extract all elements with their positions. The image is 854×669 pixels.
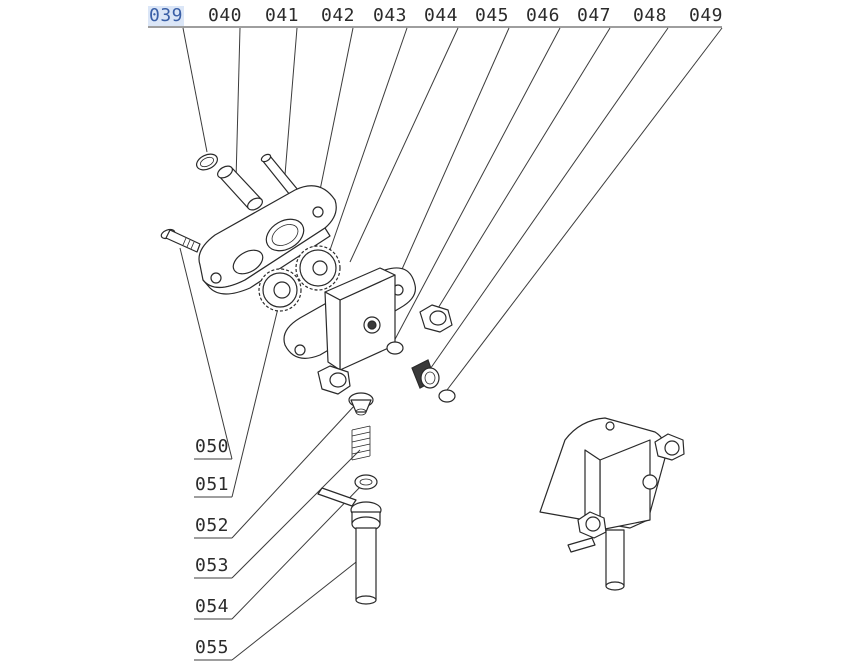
callout-048[interactable]: 048 [633,5,668,26]
callout-040[interactable]: 040 [208,5,243,26]
callout-044[interactable]: 044 [424,5,459,26]
callout-055[interactable]: 055 [195,637,230,658]
shaft-bushing-part [217,165,263,211]
callout-053[interactable]: 053 [195,555,230,576]
o-ring-part [196,153,218,171]
callout-051[interactable]: 051 [195,474,230,495]
assembled-pump-view [539,417,685,591]
callout-049[interactable]: 049 [689,5,724,26]
small-o-ring-part [386,341,404,355]
spring-part [351,425,371,461]
callout-039[interactable]: 039 [148,5,185,26]
long-bolt-part [160,228,201,253]
cover-plate-part [198,185,337,295]
callout-043[interactable]: 043 [373,5,408,26]
leader-lines-top [182,27,723,391]
callout-054[interactable]: 054 [195,596,230,617]
callout-042[interactable]: 042 [321,5,356,26]
callout-046[interactable]: 046 [526,5,561,26]
pin-part [260,153,299,196]
valve-cap-part [348,392,374,416]
washer-part [354,474,378,490]
callout-050[interactable]: 050 [195,436,230,457]
callout-041[interactable]: 041 [265,5,300,26]
gear-pair-part [258,245,341,312]
leader-lines-left [179,247,366,661]
callout-047[interactable]: 047 [577,5,612,26]
pickup-tube-part [317,487,382,605]
o-ring-small-part [438,389,456,403]
pump-body-part [324,267,396,371]
fitting-part [411,359,440,389]
callout-052[interactable]: 052 [195,515,230,536]
hex-nut-part [419,304,453,333]
lower-hex-nut-part [317,365,351,395]
callout-045[interactable]: 045 [475,5,510,26]
